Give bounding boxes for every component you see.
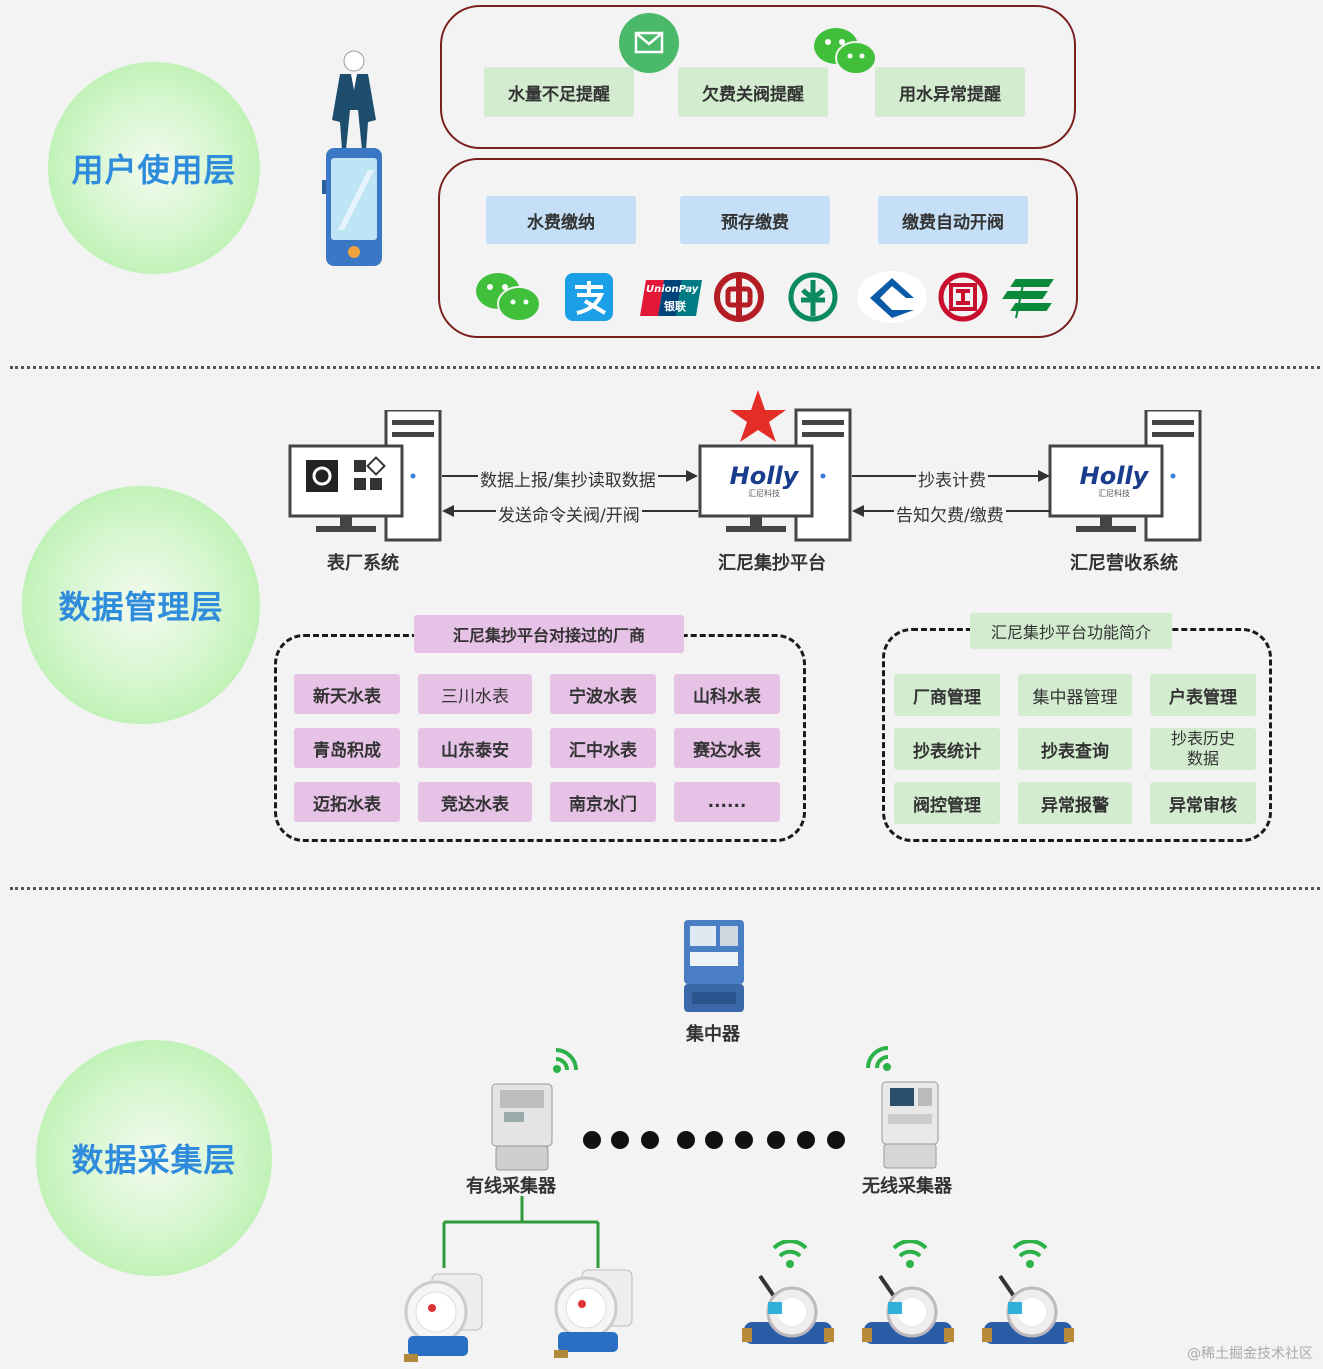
payment-frame	[438, 158, 1078, 338]
wifi-icon-meter	[1012, 1240, 1048, 1268]
wired-water-meter-icon	[554, 1269, 633, 1358]
manufacturer-item: 宁波水表	[550, 674, 656, 714]
function-item: 集中器管理	[1018, 674, 1132, 716]
wireless-collector-icon	[881, 1081, 939, 1169]
manufacturer-item: 迈拓水表	[294, 782, 400, 822]
function-item: 抄表查询	[1018, 728, 1132, 770]
label-factory-system: 表厂系统	[327, 553, 399, 574]
mail-icon	[619, 13, 679, 73]
wired-collector-icon	[491, 1083, 553, 1171]
person-phone-icon	[322, 50, 382, 266]
label-wired-collector: 有线采集器	[466, 1176, 556, 1197]
function-item: 厂商管理	[894, 674, 1000, 716]
wechat-pay-icon	[476, 273, 541, 322]
reminder-frame	[440, 5, 1076, 149]
platform-computer-icon	[698, 390, 852, 542]
separator-top	[10, 366, 1320, 369]
function-item: 异常报警	[1018, 782, 1132, 824]
wired-water-meter-icon	[404, 1273, 483, 1362]
functions-title: 汇尼集抄平台功能简介	[970, 613, 1172, 649]
reminder-abnormal-usage: 用水异常提醒	[875, 67, 1025, 117]
arrow-label-command: 发送命令关阀/开阀	[496, 501, 642, 526]
function-item: 抄表统计	[894, 728, 1000, 770]
reminder-water-low: 水量不足提醒	[484, 67, 634, 117]
manufacturer-item: 新天水表	[294, 674, 400, 714]
watermark: @稀土掘金技术社区	[1187, 1346, 1313, 1362]
payment-prestore: 预存缴费	[680, 196, 830, 244]
manufacturer-item: 三川水表	[418, 674, 532, 714]
reminder-arrears-valve: 欠费关阀提醒	[678, 67, 828, 117]
arrow-label-notify: 告知欠费/缴费	[894, 501, 1006, 526]
wired-connection-lines	[442, 1196, 600, 1268]
function-item: 户表管理	[1150, 674, 1256, 716]
abc-bank-icon	[788, 272, 838, 322]
arrow-label-billing: 抄表计费	[916, 466, 988, 491]
manufacturer-item: 山东泰安	[418, 728, 532, 768]
arrow-label-report: 数据上报/集抄读取数据	[478, 466, 658, 491]
manufacturer-item: 山科水表	[674, 674, 780, 714]
function-item: 抄表历史数据	[1150, 728, 1256, 770]
label-concentrator: 集中器	[686, 1024, 740, 1045]
function-item: 异常审核	[1150, 782, 1256, 824]
label-wireless-collector: 无线采集器	[862, 1176, 952, 1197]
payment-auto-open: 缴费自动开阀	[878, 196, 1028, 244]
wifi-icon-wired-collector	[553, 1048, 578, 1073]
concentrator-icon	[684, 920, 744, 1012]
manufacturer-item: 竞达水表	[418, 782, 532, 822]
wifi-icon-meter	[772, 1240, 808, 1268]
platform-logo-sub: 汇尼科技	[748, 489, 780, 498]
layer-title-data-collect: 数据采集层	[71, 1141, 237, 1179]
wifi-icon-meter	[892, 1240, 928, 1268]
layer-circle-user: 用户使用层	[48, 62, 260, 274]
wechat-icon-reminder	[814, 28, 877, 75]
layer-circle-data-collect: 数据采集层	[36, 1040, 272, 1276]
billing-logo-text: Holly	[1079, 462, 1149, 490]
wifi-icon-wireless-collector	[866, 1046, 891, 1071]
function-item: 阀控管理	[894, 782, 1000, 824]
platform-logo-text: Holly	[729, 462, 799, 490]
manufacturer-item: 南京水门	[550, 782, 656, 822]
postal-bank-icon	[1002, 279, 1054, 319]
platform-logo: Holly 汇尼科技	[718, 464, 810, 499]
billing-logo: Holly 汇尼科技	[1068, 464, 1160, 499]
billing-computer-icon	[1048, 410, 1202, 542]
wireless-water-meter-icon	[982, 1274, 1074, 1344]
manufacturer-item: ......	[674, 782, 780, 822]
billing-logo-sub: 汇尼科技	[1098, 489, 1130, 498]
separator-bottom	[10, 887, 1320, 890]
wireless-water-meter-icon	[862, 1274, 954, 1344]
factory-computer-icon	[288, 410, 442, 542]
label-billing-system: 汇尼营收系统	[1070, 553, 1178, 574]
ccb-bank-icon	[857, 271, 927, 323]
layer-circle-data-mgmt: 数据管理层	[22, 486, 260, 724]
wireless-water-meter-icon	[742, 1274, 834, 1344]
connection-dots	[583, 1131, 845, 1149]
bank-of-china-icon	[714, 272, 764, 322]
manufacturer-item: 汇中水表	[550, 728, 656, 768]
unionpay-bottom-text: 银联	[664, 300, 686, 313]
unionpay-icon: UnionPay 银联	[640, 278, 702, 318]
manufacturer-item: 青岛积成	[294, 728, 400, 768]
layer-title-data-mgmt: 数据管理层	[58, 588, 224, 626]
manufacturers-title: 汇尼集抄平台对接过的厂商	[414, 615, 684, 653]
manufacturer-item: 赛达水表	[674, 728, 780, 768]
payment-water-fee: 水费缴纳	[486, 196, 636, 244]
icbc-bank-icon	[938, 272, 988, 322]
alipay-icon	[565, 273, 613, 321]
unionpay-top-text: UnionPay	[646, 284, 699, 295]
label-platform: 汇尼集抄平台	[718, 553, 826, 574]
layer-title-user: 用户使用层	[71, 151, 237, 189]
